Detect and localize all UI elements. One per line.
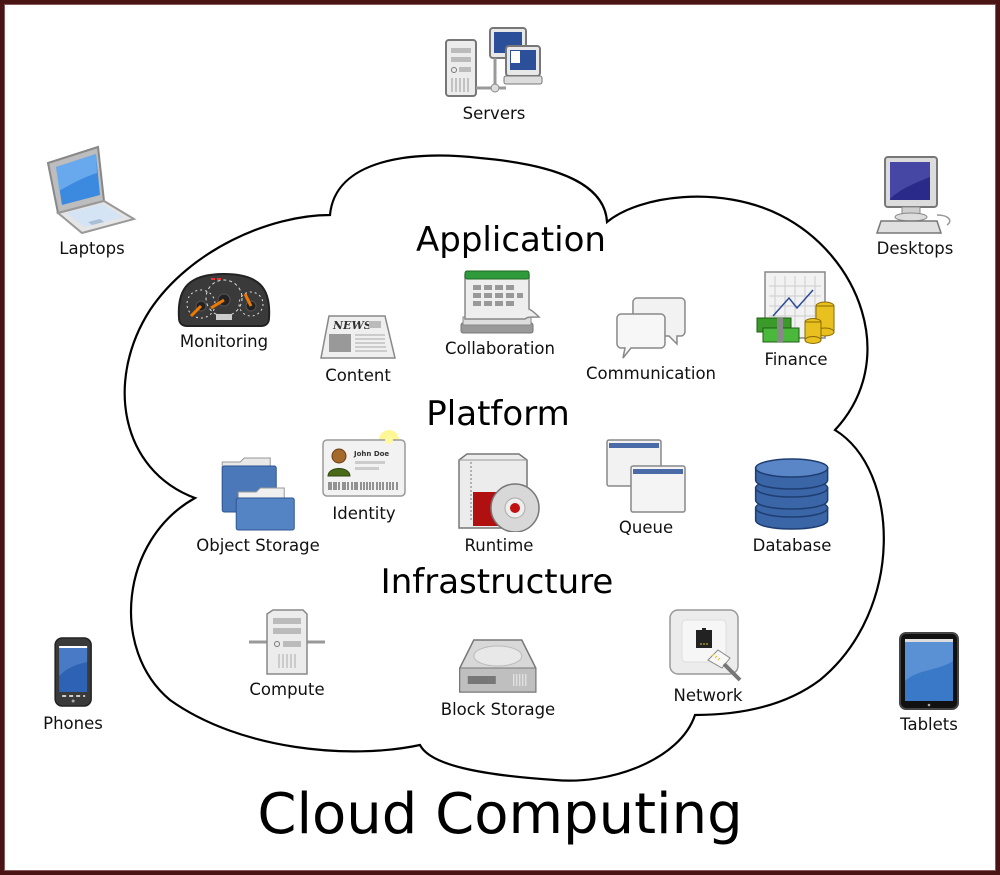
- block-storage-label: Block Storage: [440, 700, 556, 719]
- laptop-icon: [44, 143, 140, 235]
- laptops-label: Laptops: [59, 239, 125, 258]
- server-tower-icon: [247, 608, 327, 676]
- desktops-label: Desktops: [876, 239, 954, 258]
- stacked-windows-icon: [605, 438, 687, 514]
- app-finance: Finance: [755, 270, 837, 369]
- id-card-name: John Doe: [353, 450, 389, 458]
- collaboration-label: Collaboration: [445, 339, 555, 358]
- infra-network: Network: [668, 608, 748, 705]
- id-card-icon: John Doe: [319, 428, 409, 500]
- tablet-icon: [898, 631, 960, 711]
- app-communication: Communication: [586, 296, 716, 383]
- platform-queue: Queue: [605, 438, 687, 537]
- content-label: Content: [325, 366, 391, 385]
- section-application: Application: [416, 220, 606, 260]
- object-storage-label: Object Storage: [196, 536, 320, 555]
- communication-label: Communication: [585, 364, 717, 383]
- identity-label: Identity: [332, 504, 396, 523]
- desktop-icon: [875, 155, 955, 235]
- newspaper-text: NEWS: [332, 319, 372, 332]
- servers-label: Servers: [462, 104, 526, 123]
- platform-identity: John Doe Identity: [319, 428, 409, 523]
- network-jack-icon: [668, 608, 748, 682]
- app-monitoring: Monitoring: [175, 268, 273, 351]
- client-tablets: Tablets: [898, 631, 960, 734]
- client-phones: Phones: [43, 636, 103, 733]
- client-servers: Servers: [444, 26, 544, 123]
- dashboard-gauge-icon: [175, 268, 273, 328]
- phone-icon: [51, 636, 95, 710]
- compute-label: Compute: [249, 680, 325, 699]
- client-desktops: Desktops: [875, 155, 955, 258]
- database-icon: [753, 456, 831, 532]
- platform-object-storage: Object Storage: [196, 454, 320, 555]
- diagram-title: Cloud Computing: [257, 782, 743, 847]
- client-laptops: Laptops: [44, 143, 140, 258]
- hard-drive-icon: [458, 638, 538, 696]
- section-infrastructure: Infrastructure: [380, 562, 614, 602]
- chat-bubbles-icon: [615, 296, 687, 360]
- calendar-icon: [459, 269, 541, 335]
- app-content: NEWS Content: [319, 314, 397, 385]
- platform-database: Database: [752, 456, 832, 555]
- servers-icon: [444, 26, 544, 100]
- folders-icon: [218, 454, 298, 532]
- section-platform: Platform: [426, 394, 570, 434]
- database-label: Database: [752, 536, 832, 555]
- app-collaboration: Collaboration: [445, 269, 555, 358]
- software-package-disc-icon: [455, 452, 543, 532]
- runtime-label: Runtime: [464, 536, 534, 555]
- monitoring-label: Monitoring: [179, 332, 269, 351]
- finance-chart-money-icon: [755, 270, 837, 346]
- infra-compute: Compute: [247, 608, 327, 699]
- newspaper-icon: NEWS: [319, 314, 397, 362]
- infra-block-storage: Block Storage: [441, 638, 555, 719]
- network-label: Network: [673, 686, 743, 705]
- platform-runtime: Runtime: [455, 452, 543, 555]
- phones-label: Phones: [43, 714, 103, 733]
- finance-label: Finance: [764, 350, 828, 369]
- queue-label: Queue: [618, 518, 674, 537]
- tablets-label: Tablets: [900, 715, 958, 734]
